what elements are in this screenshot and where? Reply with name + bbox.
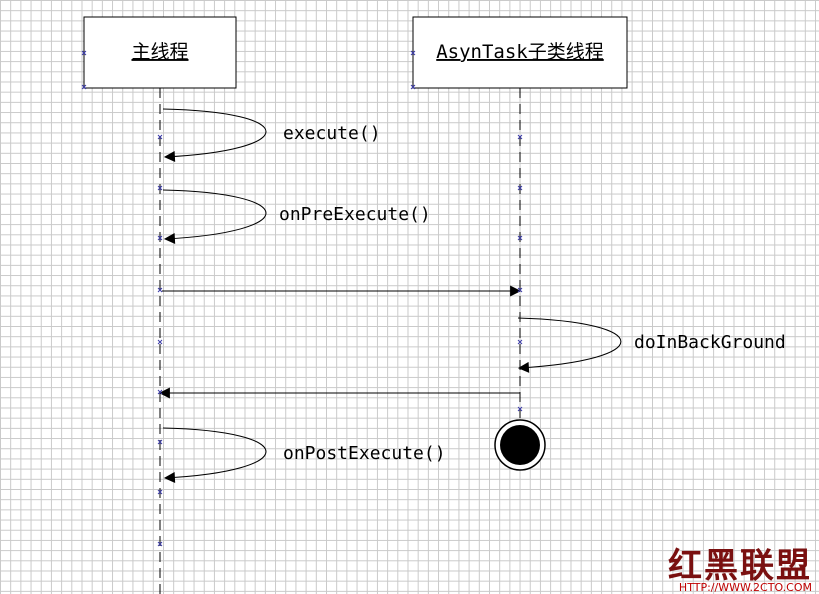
watermark-logo: 红黑联盟 HTTP://WWW.2CTO.COM [668, 546, 812, 594]
lifeline-markers [157, 134, 523, 547]
async-termination-icon [494, 419, 546, 471]
message-do-in-background-arrow [517, 317, 622, 373]
watermark-url: HTTP://WWW.2CTO.COM [679, 581, 812, 594]
message-execute-arrow [162, 108, 267, 162]
message-on-post-execute-arrow [162, 427, 267, 483]
lifeline-main-label: 主线程 [131, 41, 188, 63]
message-do-in-background-label: doInBackGround [634, 332, 786, 353]
lifeline-main-head[interactable]: 主线程 [83, 16, 237, 89]
head-markers [81, 50, 416, 90]
message-on-post-execute-label: onPostExecute() [283, 443, 446, 464]
watermark-brand: 红黑联盟 [668, 546, 812, 586]
lifeline-async-label: AsynTask子类线程 [436, 41, 604, 63]
message-execute-label: execute() [283, 123, 381, 144]
message-on-pre-execute-arrow [162, 189, 267, 244]
message-on-pre-execute-label: onPreExecute() [279, 204, 431, 225]
lifeline-async-head[interactable]: AsynTask子类线程 [412, 16, 628, 89]
